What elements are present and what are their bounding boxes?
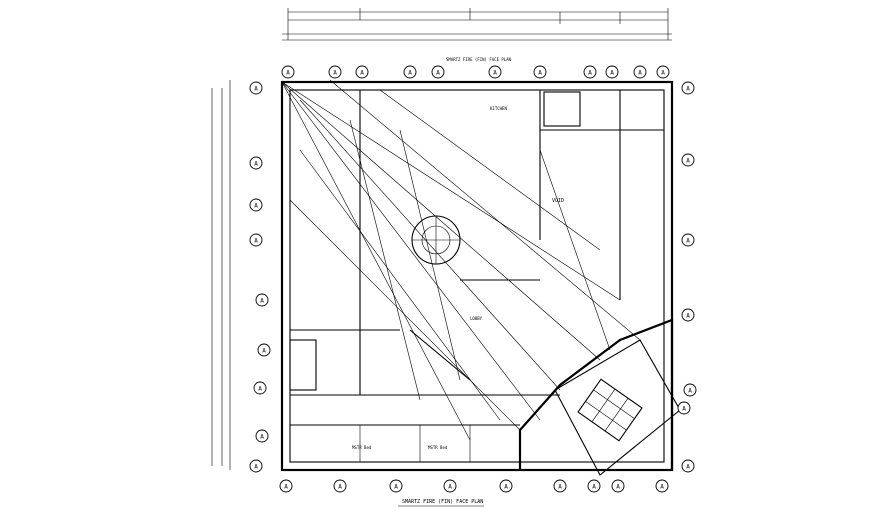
grid-bubble-label: A (254, 86, 258, 93)
grid-bubble (431, 65, 445, 79)
grid-bubbles: A A A A A A A A A A A A A A A A A A A A A A A A A A A A A A A A A A A A (249, 65, 697, 493)
grid-bubble (553, 479, 567, 493)
grid-bubble (488, 65, 502, 79)
spiral-staircase (411, 215, 461, 265)
grid-bubble (255, 293, 269, 307)
grid-bubble-label: A (436, 70, 440, 77)
grid-bubble-label: A (686, 86, 690, 93)
grid-bubble-label: A (333, 70, 337, 77)
grid-bubble-label: A (260, 298, 264, 305)
grid-bubble-label: A (262, 348, 266, 355)
grid-bubble-label: A (258, 386, 262, 393)
grid-bubble-label: A (360, 70, 364, 77)
grid-bubble (681, 153, 695, 167)
grid-bubble-label: A (686, 464, 690, 471)
void-label: VOID (552, 198, 564, 204)
grid-bubble (681, 308, 695, 322)
grid-bubble (355, 65, 369, 79)
sheet-subtitle: SMARTZ FIRE (FIN) FACE PLAN (446, 57, 512, 62)
left-dimension-chain (211, 80, 231, 470)
drawing-title: SMARTZ FIRE (FIN) FACE PLAN (402, 499, 483, 505)
grid-bubble-label: A (254, 161, 258, 168)
grid-bubble (605, 65, 619, 79)
grid-bubble (583, 65, 597, 79)
diagonal-lines (281, 79, 641, 441)
grid-bubble (403, 65, 417, 79)
grid-bubble (533, 65, 547, 79)
grid-bubble-label: A (394, 484, 398, 491)
room-label-2: MSTR Bed (428, 445, 448, 450)
grid-bubble-label: A (688, 388, 692, 395)
grid-bubble (257, 343, 271, 357)
grid-bubble (249, 459, 263, 473)
grid-bubble (328, 65, 342, 79)
grid-bubble-label: A (686, 313, 690, 320)
grid-bubble (656, 65, 670, 79)
grid-bubble (389, 479, 403, 493)
grid-bubble (681, 233, 695, 247)
grid-bubble-label: A (660, 484, 664, 491)
grid-bubble (499, 479, 513, 493)
grid-bubble-label: A (260, 434, 264, 441)
grid-bubble-label: A (254, 238, 258, 245)
grid-bubble-label: A (682, 406, 686, 413)
grid-bubble-label: A (338, 484, 342, 491)
grid-bubble (677, 401, 691, 415)
building-outline (280, 80, 681, 476)
grid-bubble-label: A (558, 484, 562, 491)
grid-bubble (681, 459, 695, 473)
grid-bubble (255, 429, 269, 443)
grid-bubble-label: A (448, 484, 452, 491)
grid-bubble (443, 479, 457, 493)
grid-bubble-label: A (686, 158, 690, 165)
grid-bubble (681, 81, 695, 95)
grid-bubble (253, 381, 267, 395)
grid-bubble (587, 479, 601, 493)
grid-bubble (655, 479, 669, 493)
grid-bubble-label: A (661, 70, 665, 77)
grid-bubble-label: A (538, 70, 542, 77)
skylight-grid (577, 378, 643, 442)
grid-bubble (281, 65, 295, 79)
grid-bubble-label: A (610, 70, 614, 77)
grid-bubble (249, 81, 263, 95)
room-label-4: LOBBY (470, 316, 483, 321)
grid-bubble (249, 198, 263, 212)
grid-bubble-label: A (588, 70, 592, 77)
grid-bubble (279, 479, 293, 493)
grid-bubble (333, 479, 347, 493)
top-dimension-chain (282, 8, 672, 41)
grid-bubble-label: A (284, 484, 288, 491)
room-label-1: MSTR Bed (352, 445, 372, 450)
grid-bubble-label: A (493, 70, 497, 77)
grid-bubble (249, 156, 263, 170)
grid-bubble (633, 65, 647, 79)
grid-bubble-label: A (592, 484, 596, 491)
grid-bubble-label: A (254, 203, 258, 210)
grid-bubble-label: A (504, 484, 508, 491)
grid-bubble-label: A (408, 70, 412, 77)
grid-bubble (611, 479, 625, 493)
grid-bubble-label: A (638, 70, 642, 77)
grid-bubble-label: A (286, 70, 290, 77)
room-label-3: KITCHEN (490, 106, 507, 111)
interior-walls (289, 90, 664, 462)
grid-bubble-label: A (616, 484, 620, 491)
grid-bubble (683, 383, 697, 397)
grid-bubble-label: A (686, 238, 690, 245)
grid-bubble (249, 233, 263, 247)
grid-bubble-label: A (254, 464, 258, 471)
